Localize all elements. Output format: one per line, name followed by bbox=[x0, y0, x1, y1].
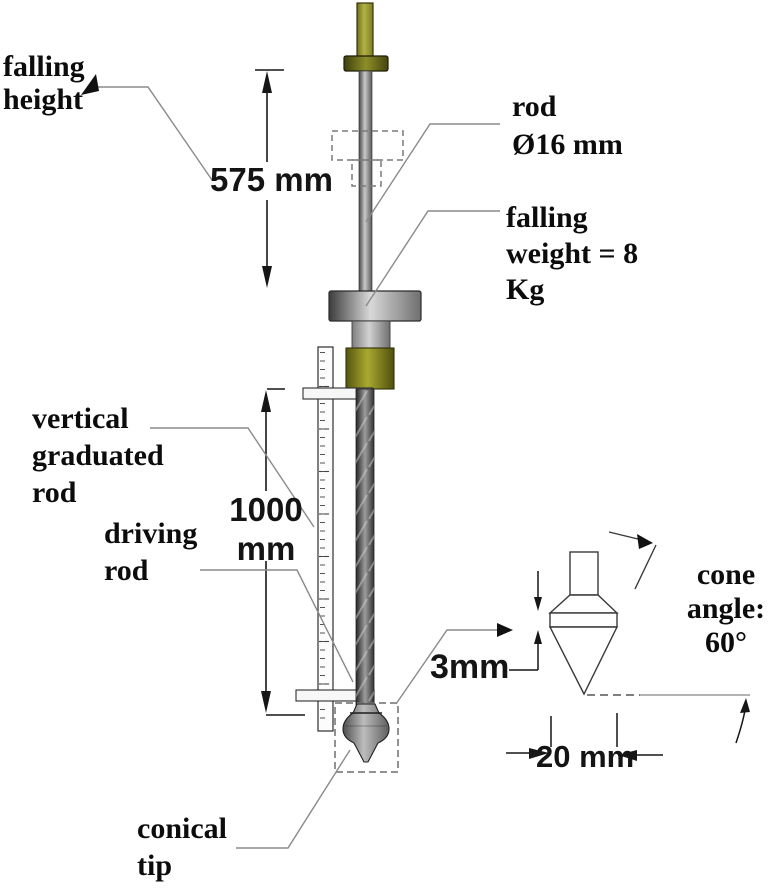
arrowhead-up-icon bbox=[262, 71, 272, 93]
label-line: graduated bbox=[32, 439, 164, 472]
label-line: rod bbox=[104, 554, 149, 587]
angle-arrowhead-up-icon bbox=[740, 698, 750, 713]
label-falling-weight: falling weight = 8 Kg bbox=[506, 200, 638, 308]
falling-weight-disc bbox=[328, 290, 422, 322]
leader-falling-height bbox=[97, 86, 213, 181]
detail-band bbox=[549, 612, 618, 628]
label-line: weight = 8 bbox=[506, 237, 639, 270]
label-rod: rod Ø16 mm bbox=[512, 88, 623, 164]
label-line: tip bbox=[137, 849, 173, 882]
label-line: Kg bbox=[506, 273, 545, 306]
arrowhead-right-icon bbox=[529, 748, 549, 759]
dim-value: 3mm bbox=[430, 648, 510, 686]
leader-conical-tip bbox=[236, 749, 351, 849]
leader-rod bbox=[365, 123, 500, 223]
leader-falling-weight bbox=[365, 210, 500, 307]
label-line: cone bbox=[696, 558, 756, 591]
detail-cone bbox=[548, 626, 619, 696]
label-driving-rod: driving rod bbox=[104, 515, 197, 589]
arrowhead-down-icon bbox=[534, 597, 542, 611]
dim-20mm bbox=[506, 713, 663, 756]
weight-ghost-outline bbox=[331, 130, 404, 187]
handle-flange bbox=[343, 55, 389, 72]
conical-tip-shape bbox=[342, 703, 390, 763]
label-line: driving bbox=[104, 517, 198, 550]
angle-extension-line bbox=[634, 544, 657, 590]
dim-label-20mm: 20 mm bbox=[536, 737, 635, 776]
anvil bbox=[345, 347, 395, 390]
cone-detail-view bbox=[548, 551, 619, 696]
label-line: conical bbox=[137, 812, 227, 845]
graduation-ticks-major bbox=[319, 351, 329, 725]
leader-graduated-rod bbox=[150, 427, 315, 528]
upper-rod bbox=[358, 70, 373, 293]
arrowhead-left-icon bbox=[618, 750, 637, 761]
detail-shaft bbox=[569, 551, 599, 596]
label-line: Ø16 mm bbox=[512, 128, 623, 161]
label-line: angle: bbox=[686, 592, 766, 625]
dim-3mm bbox=[509, 571, 539, 671]
angle-arrowhead-icon bbox=[637, 534, 653, 549]
label-vertical-graduated-rod: vertical graduated rod bbox=[32, 400, 164, 511]
dim-label-3mm: 3mm bbox=[430, 648, 509, 687]
dim-1000 bbox=[265, 388, 305, 716]
arrowhead-down-icon bbox=[261, 691, 271, 713]
label-line: 60° bbox=[705, 626, 747, 659]
label-line: rod bbox=[32, 476, 77, 509]
label-cone-angle: cone angle: 60° bbox=[686, 558, 766, 660]
label-falling-height: falling height bbox=[3, 50, 85, 116]
label-conical-tip: conical tip bbox=[137, 810, 227, 884]
leader-arrowhead-icon bbox=[81, 74, 99, 95]
label-line: height bbox=[3, 83, 84, 116]
arrowhead-up-icon bbox=[261, 390, 271, 412]
dim-575 bbox=[255, 69, 284, 268]
leader-detail-view bbox=[395, 629, 498, 705]
dim-value-line: mm bbox=[236, 530, 296, 567]
angle-arrow-curve bbox=[735, 709, 746, 744]
leader-lines bbox=[97, 86, 500, 849]
label-line: rod bbox=[512, 90, 557, 123]
label-line: vertical bbox=[32, 402, 129, 435]
dim-label-1000mm: 1000 mm bbox=[226, 490, 306, 568]
label-line: falling bbox=[506, 201, 588, 234]
detail-shoulder bbox=[548, 594, 619, 614]
dim-value: 575 mm bbox=[210, 161, 333, 198]
arrowhead-up-icon bbox=[534, 630, 542, 644]
driving-rod-streaks bbox=[356, 389, 374, 707]
dim-value-line: 1000 bbox=[229, 491, 303, 528]
leader-arrowhead-right-icon bbox=[497, 623, 513, 637]
leader-driving-rod bbox=[200, 569, 354, 683]
lifting-handle bbox=[356, 2, 374, 59]
arrowhead-down-icon bbox=[262, 266, 272, 288]
dim-value: 20 mm bbox=[536, 739, 635, 774]
dim-label-575mm: 575 mm bbox=[210, 160, 333, 199]
label-line: falling bbox=[3, 50, 85, 83]
weight-hub bbox=[351, 320, 391, 349]
